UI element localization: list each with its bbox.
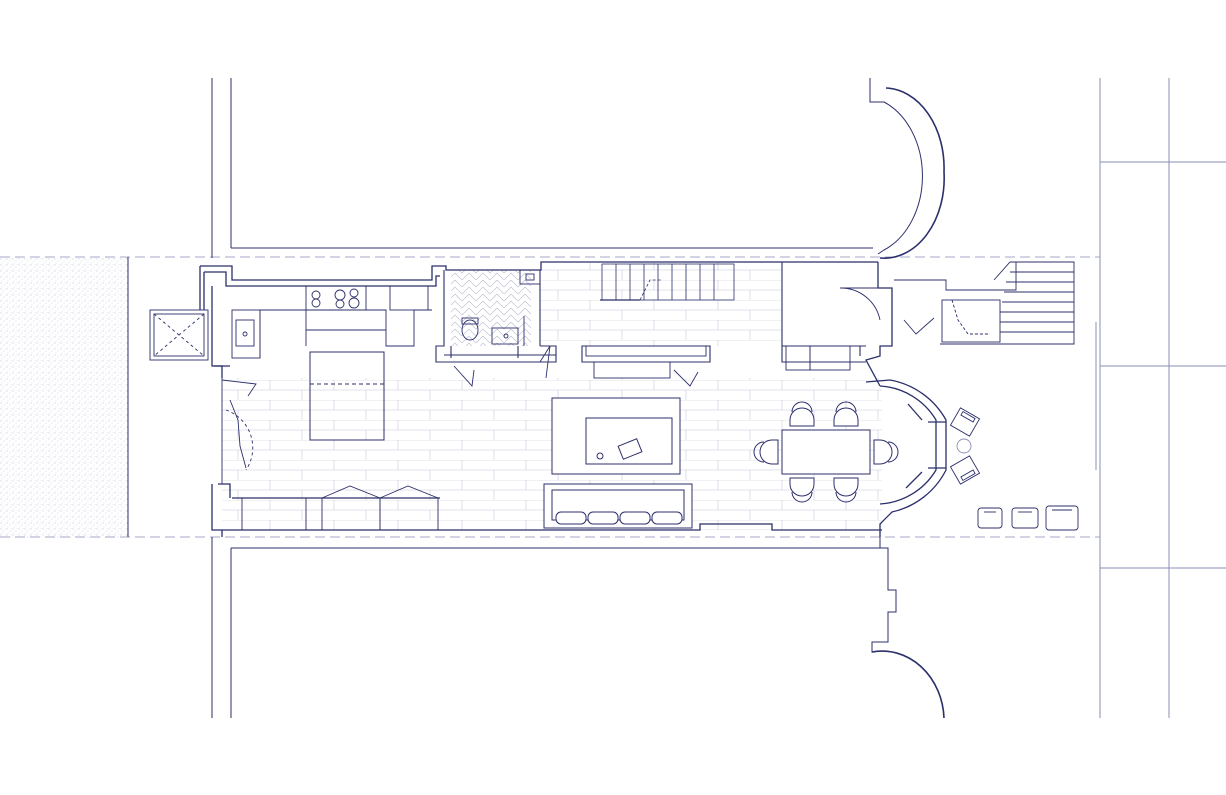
property-lines (0, 256, 1100, 538)
bottom-cabinets (241, 485, 439, 531)
living-rug (551, 397, 681, 475)
dining-set (753, 401, 899, 503)
neighbour-house-bottom (211, 537, 945, 719)
street-lines (1095, 78, 1226, 718)
wc (453, 269, 551, 388)
entrance (839, 261, 1075, 345)
external-walls (199, 261, 947, 537)
hall-joinery (585, 345, 851, 387)
hall-floor (540, 262, 782, 346)
kitchen-island (309, 351, 385, 441)
front-garden (949, 407, 1079, 531)
internal-walls (435, 262, 866, 363)
sofa (543, 483, 693, 529)
staircase (600, 263, 735, 301)
garden-gravel (0, 258, 128, 538)
kitchen (231, 285, 432, 359)
rear-doors (221, 378, 257, 484)
skylight (149, 309, 209, 361)
neighbour-house-top (211, 78, 945, 259)
